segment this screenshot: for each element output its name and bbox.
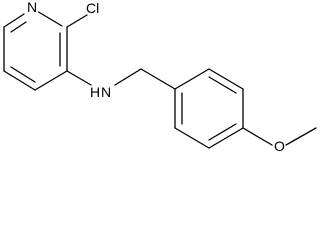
bond-b4-o — [242, 127, 273, 146]
atom-label-pyridine-n: N — [27, 0, 37, 15]
bond-c6-n1-inner — [10, 21, 27, 33]
atom-label-cl: Cl — [86, 0, 99, 16]
bond-c2-cl — [66, 14, 88, 28]
bond-b5-b6 — [174, 127, 210, 149]
bond-c3-n — [66, 70, 92, 86]
bond-n-ch2 — [114, 68, 142, 86]
bond-ch2-c1prime — [140, 68, 176, 90]
bond-b2-b3-inner — [208, 76, 237, 94]
atom-label-amine-h: H — [90, 84, 100, 100]
atom-label-ether-o: O — [274, 138, 285, 154]
chemical-structure-diagram: N Cl H N O — [3, 0, 317, 154]
benzene-ring — [174, 68, 244, 149]
bond-c4-c5-inner — [10, 66, 36, 83]
bond-n1-c2 — [37, 11, 63, 27]
bond-b2-b3 — [208, 68, 244, 90]
atom-label-amine-n: N — [101, 84, 111, 100]
bond-b4-b5-inner — [208, 123, 237, 141]
bond-c6-n1 — [3, 13, 25, 28]
bond-o-ch3 — [285, 127, 317, 146]
bond-c4-c5 — [3, 70, 36, 91]
bond-c3-c4 — [34, 70, 68, 91]
bond-b4-b5 — [208, 127, 244, 149]
pyridine-ring — [3, 11, 68, 91]
bond-b1-b2 — [174, 68, 210, 90]
